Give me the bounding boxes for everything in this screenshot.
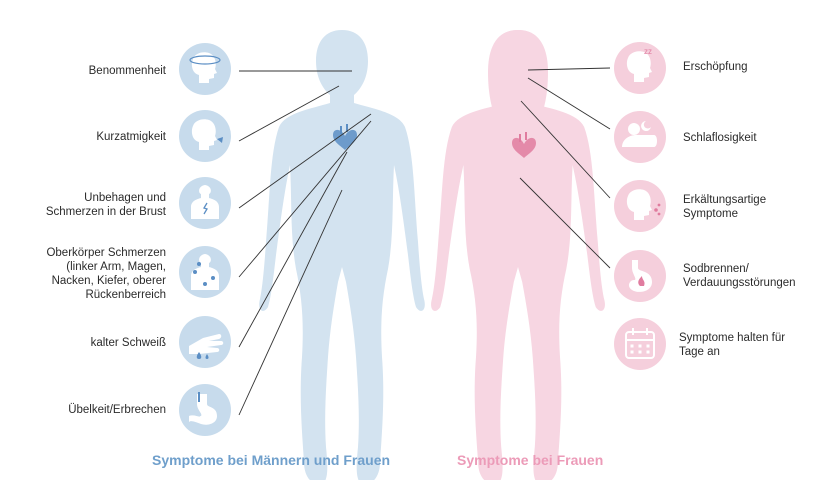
sneezing-head-icon — [626, 189, 661, 220]
right-connector-line — [527, 77, 611, 130]
left-connector-line — [238, 113, 372, 209]
male-body-silhouette — [259, 30, 425, 484]
heartburn-icon — [628, 260, 652, 292]
svg-text:zz: zz — [644, 47, 652, 56]
chest-pain-icon — [191, 185, 219, 219]
right-connector-line — [520, 100, 611, 199]
right-symptom-label: Symptome halten für Tage an — [679, 332, 786, 358]
left-symptom-label: Übelkeit/Erbrechen — [68, 404, 166, 416]
left-symptom-label: kalter Schweiß — [90, 337, 166, 349]
stomach-icon — [189, 392, 217, 425]
exhausted-head-icon: zz — [626, 47, 652, 82]
left-connector-line — [238, 151, 348, 348]
left-connector-line — [238, 120, 372, 278]
left-symptom-label: Benommenheit — [88, 65, 166, 77]
sweating-hand-icon — [189, 334, 224, 359]
left-symptom-label: Oberkörper Schmerzen (linker Arm, Magen,… — [46, 247, 166, 301]
right-connector-line — [527, 67, 611, 71]
calendar-icon — [625, 328, 655, 359]
calendar-circle — [614, 318, 666, 370]
right-caption: Symptome bei Frauen — [457, 452, 604, 468]
left-symptom-label: Kurzatmigkeit — [96, 131, 166, 143]
upper-body-pain-icon — [191, 254, 219, 290]
right-symptom-label: Erschöpfung — [683, 61, 748, 73]
female-heart-icon — [512, 132, 536, 158]
left-connector-line — [238, 189, 343, 416]
left-symptom-label: Unbehagen und Schmerzen in der Brust — [45, 192, 166, 218]
right-symptom-label: Sodbrennen/ Verdauungsstörungen — [683, 263, 796, 289]
dizzy-head-icon — [189, 52, 221, 83]
right-symptom-label: Schlaflosigkeit — [683, 132, 757, 144]
sleepless-head-icon — [622, 121, 657, 147]
left-caption: Symptome bei Männern und Frauen — [152, 452, 391, 468]
female-body-silhouette — [431, 30, 605, 484]
right-symptom-label: Erkältungsartige Symptome — [683, 194, 767, 220]
right-connector-line — [519, 177, 611, 269]
left-connector-line — [238, 85, 340, 142]
breath-head-icon — [191, 119, 223, 150]
